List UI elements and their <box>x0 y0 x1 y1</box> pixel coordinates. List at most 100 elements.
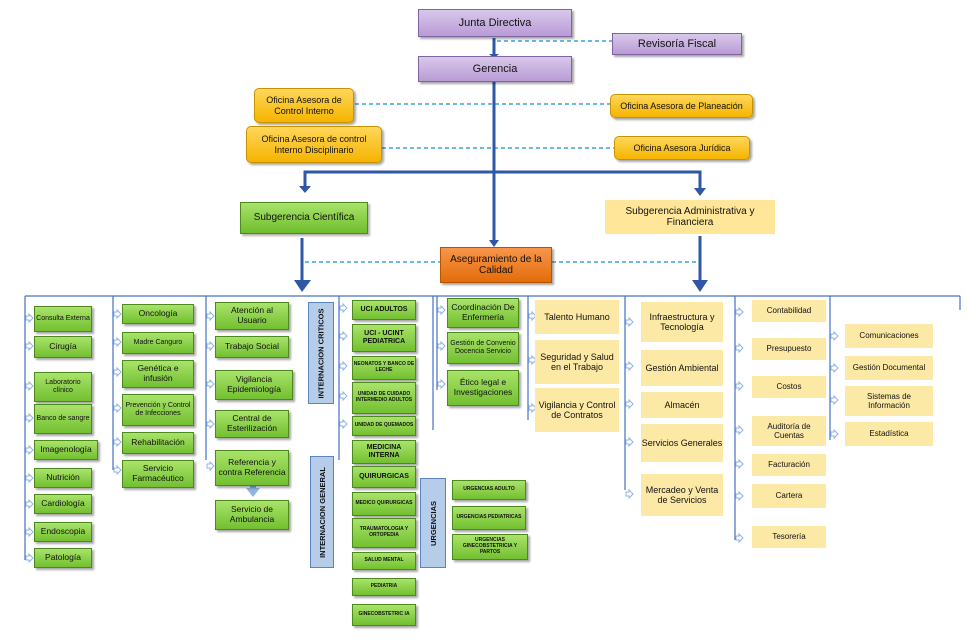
unit-genetica: Genética e infusión <box>122 360 194 388</box>
side-arrow-icon <box>206 378 215 390</box>
side-arrow-icon <box>113 464 122 476</box>
unit-contabilidad: Contabilidad <box>752 300 826 322</box>
side-arrow-icon <box>528 402 537 414</box>
unit-sistemas-informacion: Sistemas de Información <box>845 386 933 416</box>
unit-urgencias-pediatricas: URGENCIAS PEDIATRICAS <box>452 506 526 530</box>
unit-uci-adultos: UCI ADULTOS <box>352 300 416 320</box>
unit-trabajo-social: Trabajo Social <box>215 336 289 358</box>
unit-uci-pediatrica: UCI - UCINT PEDIATRICA <box>352 324 416 352</box>
unit-medico-quirurgicas: MEDICO QUIRURGICAS <box>352 492 416 516</box>
side-arrow-icon <box>625 360 634 372</box>
side-arrow-icon <box>437 304 446 316</box>
side-arrow-icon <box>735 380 744 392</box>
side-arrow-icon <box>735 532 744 544</box>
side-arrow-icon <box>25 526 34 538</box>
side-arrow-icon <box>25 380 34 392</box>
unit-servicio-farmaceutico: Servicio Farmacéutico <box>122 460 194 488</box>
dashed-connectors <box>305 40 700 263</box>
side-arrow-icon <box>437 340 446 352</box>
unit-talento-humano: Talento Humano <box>535 300 619 334</box>
unit-ambulancia: Servicio de Ambulancia <box>215 500 289 530</box>
side-arrow-icon <box>735 424 744 436</box>
subgerencia-cientifica: Subgerencia Científica <box>240 202 368 234</box>
side-arrows <box>25 302 839 564</box>
side-arrow-icon <box>625 436 634 448</box>
unit-laboratorio: Laboratorio clínico <box>34 372 92 402</box>
unit-endoscopia: Endoscopia <box>34 522 92 542</box>
unit-infraestructura: Infraestructura y Tecnología <box>641 302 723 342</box>
arrowheads <box>294 54 708 292</box>
unit-comunicaciones: Comunicaciones <box>845 324 933 348</box>
unit-medicina-interna: MEDICINA INTERNA <box>352 440 416 464</box>
label-urgencias: URGENCIAS <box>420 478 446 568</box>
side-arrow-icon <box>206 340 215 352</box>
side-arrow-icon <box>528 354 537 366</box>
side-arrow-icon <box>735 458 744 470</box>
unit-auditoria-cuentas: Auditoría de Cuentas <box>752 416 826 446</box>
unit-almacen: Almacén <box>641 392 723 418</box>
side-arrow-icon <box>113 308 122 320</box>
side-arrow-icon <box>25 312 34 324</box>
unit-patologia: Patología <box>34 548 92 568</box>
side-arrow-icon <box>735 342 744 354</box>
oficina-planeacion: Oficina Asesora de Planeación <box>610 94 753 118</box>
unit-facturacion: Facturación <box>752 454 826 476</box>
unit-urgencias-adulto: URGENCIAS ADULTO <box>452 480 526 500</box>
unit-central-esterilizacion: Central de Esterilización <box>215 410 289 438</box>
aseguramiento-calidad: Aseguramiento de la Calidad <box>440 247 552 283</box>
side-arrow-icon <box>206 310 215 322</box>
unit-cartera: Cartera <box>752 484 826 508</box>
side-arrow-icon <box>339 360 348 372</box>
unit-mercadeo: Mercadeo y Venta de Servicios <box>641 474 723 516</box>
unit-traumatologia: TRAUMATOLOGIA Y ORTOPEDIA <box>352 518 416 548</box>
unit-gestion-convenio: Gestión de Convenio Docencia Servicio <box>447 332 519 364</box>
unit-gestion-ambiental: Gestión Ambiental <box>641 350 723 386</box>
junta-directiva: Junta Directiva <box>418 9 572 37</box>
oficina-juridica: Oficina Asesora Jurídica <box>614 136 750 160</box>
side-arrow-icon <box>339 418 348 430</box>
side-arrow-icon <box>339 302 348 314</box>
side-arrow-icon <box>113 336 122 348</box>
unit-vigilancia-contratos: Vigilancia y Control de Contratos <box>535 388 619 432</box>
side-arrow-icon <box>206 418 215 430</box>
subgerencia-administrativa: Subgerencia Administrativa y Financiera <box>605 200 775 234</box>
unit-referencia: Referencia y contra Referencia <box>215 450 289 486</box>
unit-atencion-usuario: Atención al Usuario <box>215 302 289 330</box>
outline-connectors <box>24 295 961 560</box>
unit-madre-canguro: Madre Canguro <box>122 332 194 354</box>
side-arrow-icon <box>25 552 34 564</box>
unit-oncologia: Oncología <box>122 304 194 324</box>
side-arrow-icon <box>25 472 34 484</box>
side-arrow-icon <box>113 436 122 448</box>
unit-salud-mental: SALUD MENTAL <box>352 552 416 570</box>
unit-quemados: UNIDAD DE QUEMADOS <box>352 416 416 436</box>
unit-imagenologia: Imagenología <box>34 440 98 460</box>
side-arrow-icon <box>830 362 839 374</box>
side-arrow-icon <box>113 402 122 414</box>
side-arrow-icon <box>113 366 122 378</box>
unit-quirurgicas: QUIRURGICAS <box>352 466 416 488</box>
label-internacion-criticos: INTERNACION CRITICOS <box>308 302 334 404</box>
unit-costos: Costos <box>752 376 826 398</box>
side-arrow-icon <box>625 398 634 410</box>
side-arrow-icon <box>528 310 537 322</box>
unit-cardiologia: Cardiología <box>34 494 92 514</box>
side-arrow-icon <box>25 444 34 456</box>
side-arrow-icon <box>25 498 34 510</box>
side-arrow-icon <box>830 394 839 406</box>
unit-consulta-externa: Consulta Externa <box>34 306 92 332</box>
unit-pediatria: PEDIATRIA <box>352 578 416 596</box>
side-arrow-icon <box>735 306 744 318</box>
unit-gestion-documental: Gestión Documental <box>845 356 933 380</box>
unit-seguridad-salud: Seguridad y Salud en el Trabajo <box>535 340 619 384</box>
unit-cirugia: Cirugía <box>34 336 92 358</box>
oficina-control-interno: Oficina Asesora de Control Interno <box>254 88 354 123</box>
unit-neonatos: NEONATOS Y BANCO DE LECHE <box>352 356 416 380</box>
side-arrow-icon <box>735 490 744 502</box>
unit-etico-legal: Ético legal e Investigaciones <box>447 370 519 406</box>
unit-rehabilitacion: Rehabilitación <box>122 432 194 454</box>
side-arrow-icon <box>25 340 34 352</box>
unit-banco-sangre: Banco de sangre <box>34 404 92 434</box>
oficina-control-disciplinario: Oficina Asesora de control Interno Disci… <box>246 126 382 163</box>
unit-tesoreria: Tesorería <box>752 526 826 548</box>
